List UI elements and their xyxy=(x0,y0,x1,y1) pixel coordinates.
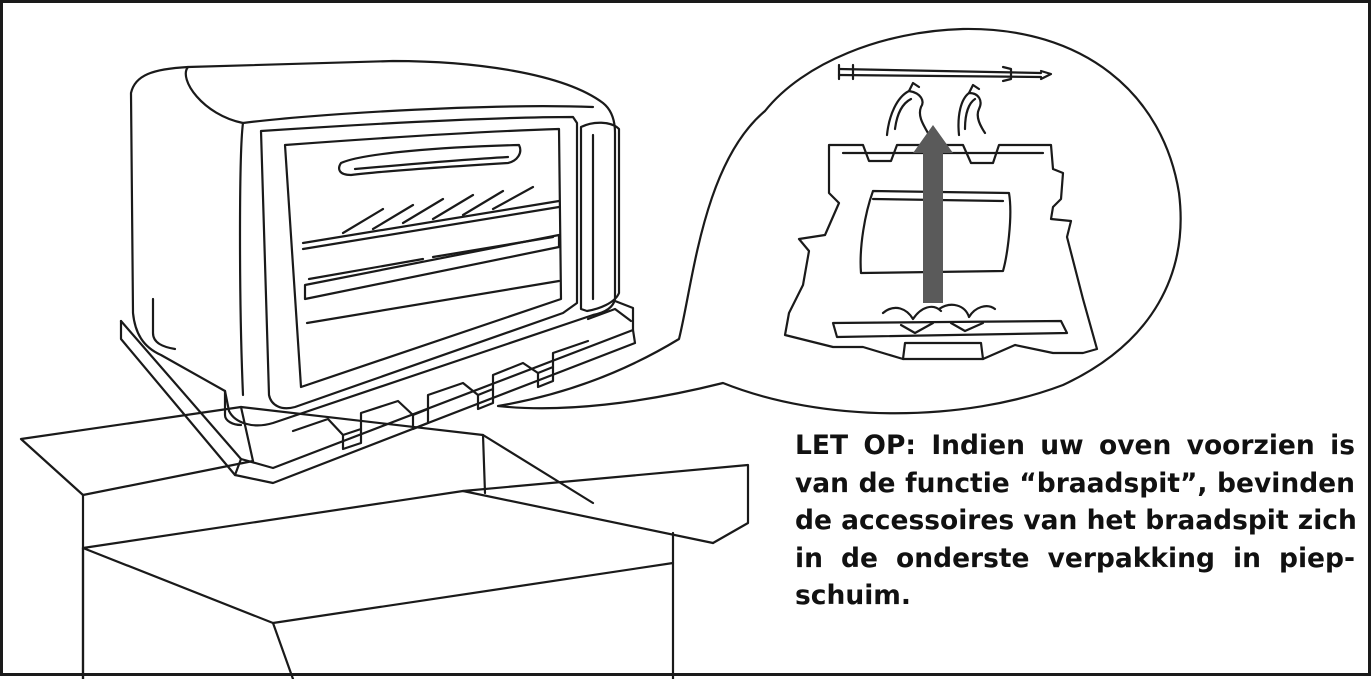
rotisserie-forks xyxy=(885,81,987,137)
oven-unpacking-illustration xyxy=(19,27,1182,679)
warning-note: LET OP: Indien uw oven voorzien is van d… xyxy=(795,427,1357,615)
note-line-2: van de functie “braadspit”, bevinden xyxy=(795,467,1355,499)
note-line-1: LET OP: Indien uw oven voorzien is xyxy=(795,430,1355,461)
note-line-5: schuim. xyxy=(795,580,911,611)
rotisserie-spit xyxy=(837,63,1053,83)
cardboard-box xyxy=(19,405,750,679)
note-line-4: in de onderste verpakking in piep- xyxy=(795,542,1355,574)
toaster-oven xyxy=(129,59,621,427)
note-line-3: de accessoires van het braadspit zich xyxy=(795,505,1357,536)
up-arrow xyxy=(913,125,953,303)
callout-bubble xyxy=(496,27,1182,415)
polystyrene-tray xyxy=(119,299,637,485)
